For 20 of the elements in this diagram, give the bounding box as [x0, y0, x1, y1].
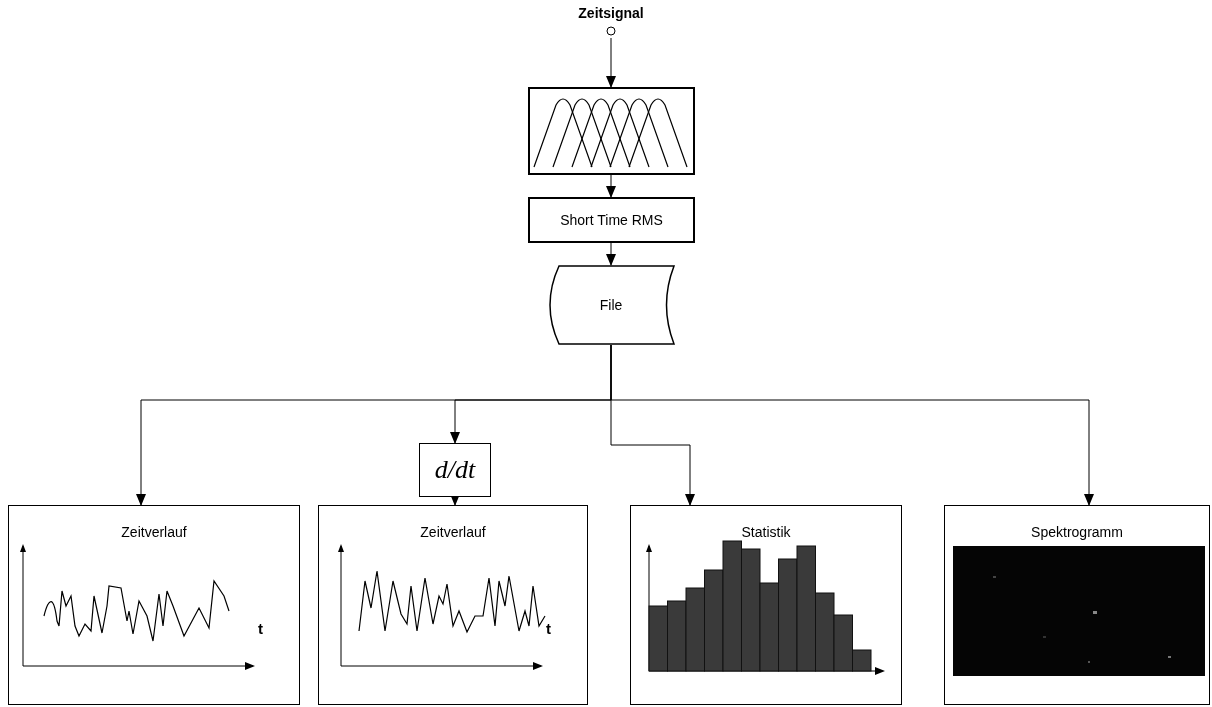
node-label: File	[599, 295, 623, 315]
signal-label: Zeitsignal	[578, 4, 644, 22]
output-panel	[630, 505, 902, 705]
panel-title: Zeitverlauf	[419, 523, 487, 542]
arrow	[606, 174, 616, 198]
derivative-label: d/dt	[434, 457, 476, 483]
derivative-box	[419, 443, 491, 497]
output-panel	[318, 505, 588, 705]
process-box: Short Time RMS	[528, 197, 695, 243]
panel-title: Statistik	[740, 523, 792, 542]
panel-title: Zeitverlauf	[120, 523, 188, 542]
filter-bank-box	[528, 87, 695, 175]
arrow	[606, 37, 616, 88]
output-panel	[944, 505, 1210, 705]
output-panel	[8, 505, 300, 705]
axis-label: t	[258, 619, 263, 639]
arrow	[606, 242, 616, 266]
arrow	[610, 344, 1094, 506]
axis-label: t	[546, 619, 551, 639]
panel-title: Spektrogramm	[1030, 523, 1124, 542]
